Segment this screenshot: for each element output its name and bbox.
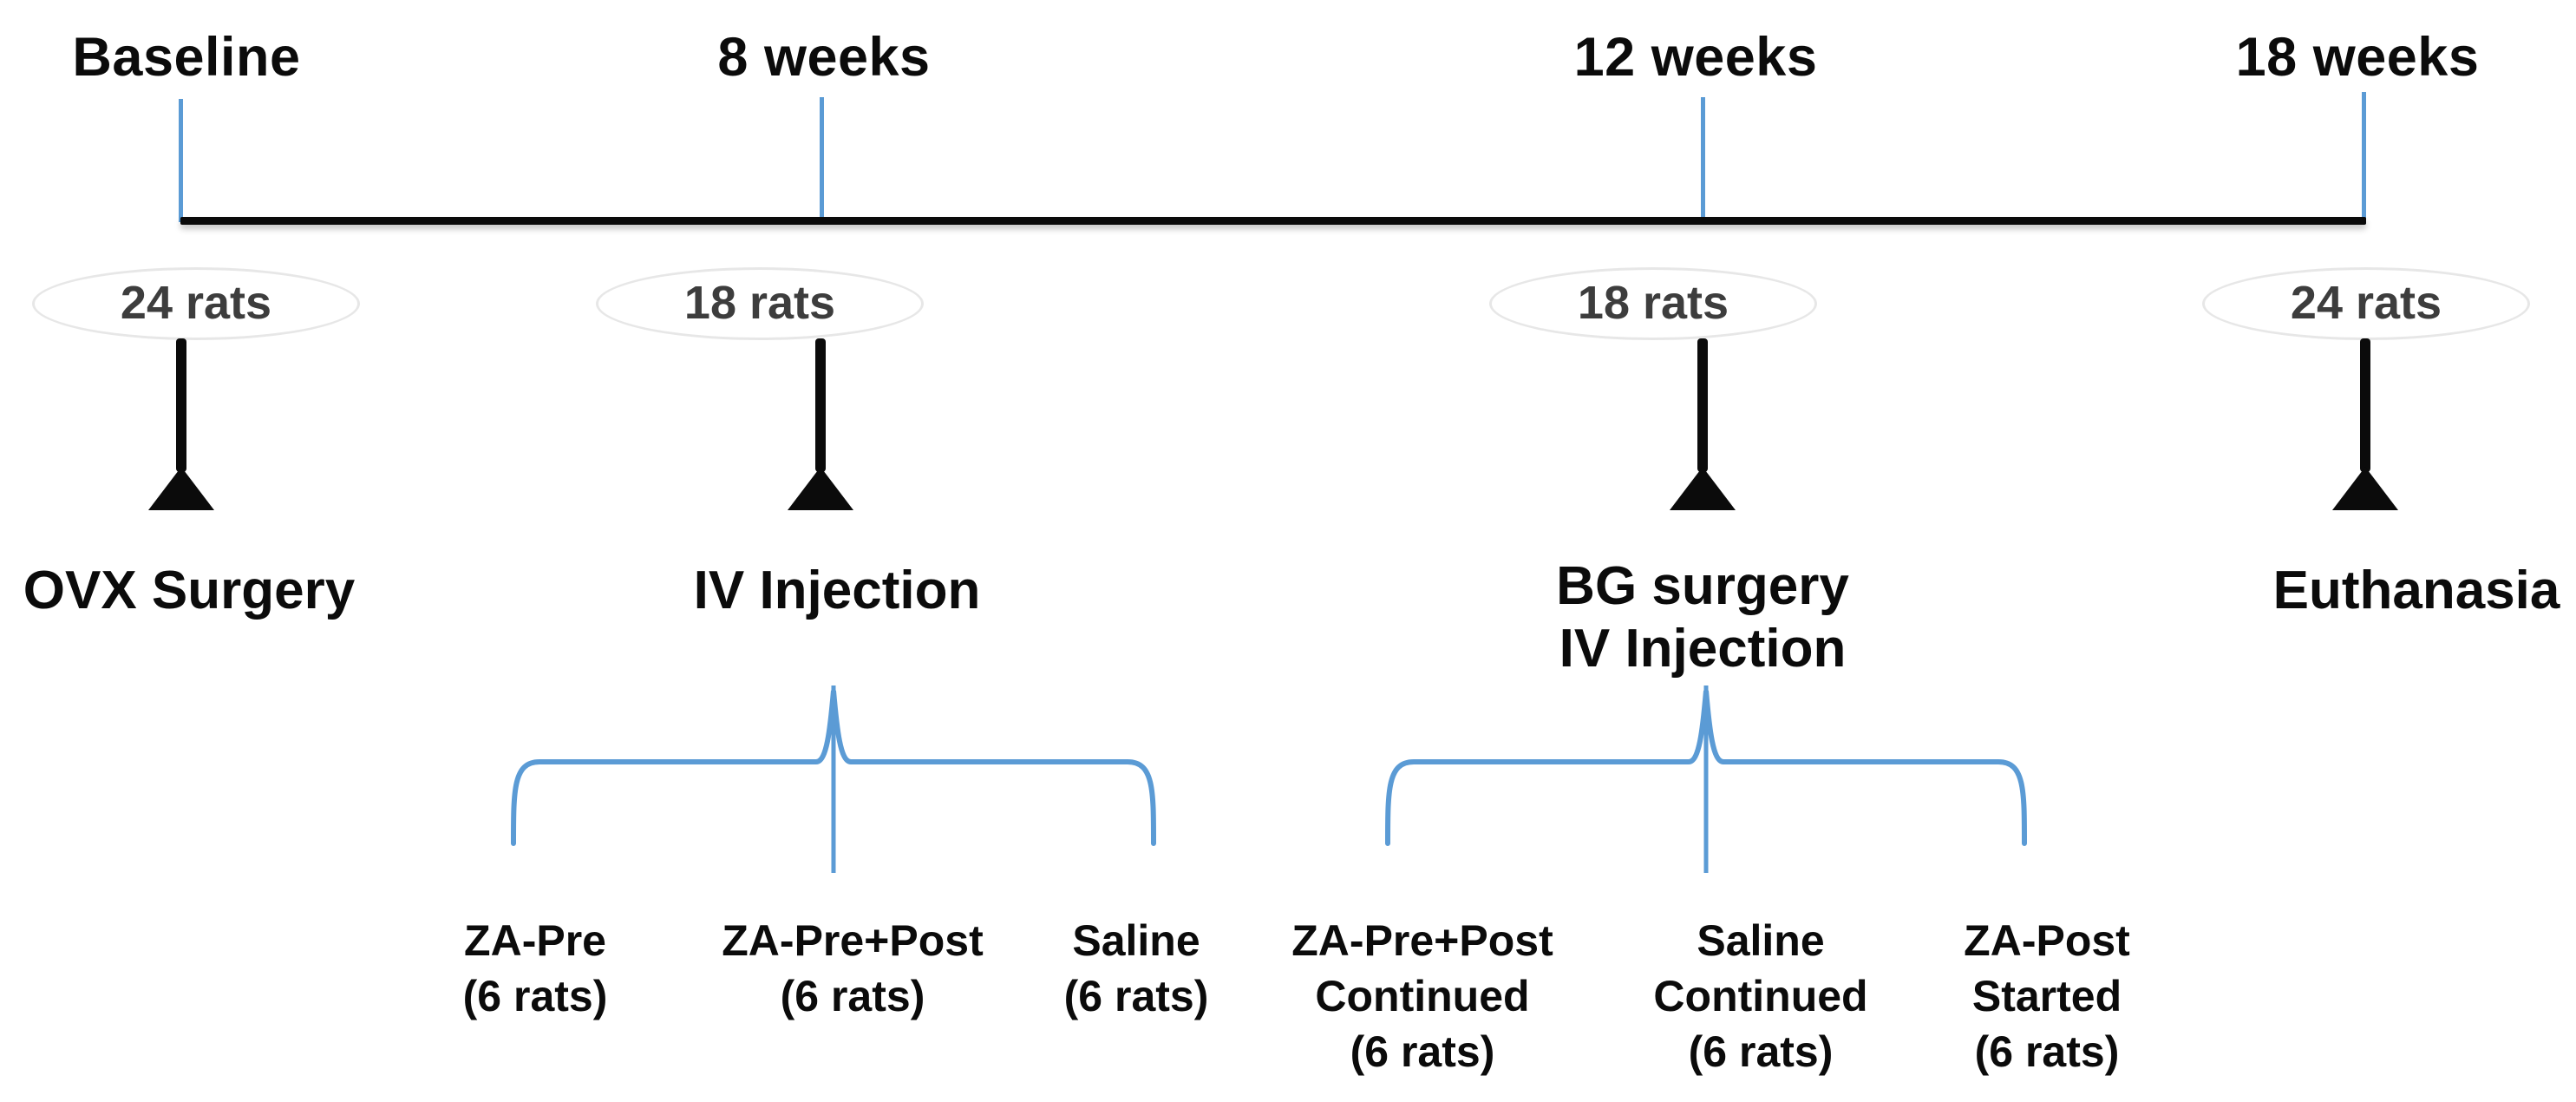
group-count: (6 rats) (1688, 1027, 1834, 1076)
group-label-za-post-started: ZA-Post Started (6 rats) (1964, 913, 2130, 1079)
timeline-tick-baseline (179, 99, 183, 222)
rats-ellipse-12-weeks (1489, 267, 1817, 340)
event-label-euthanasia: Euthanasia (2272, 561, 2560, 620)
pin-marker-triangle-8-weeks (788, 467, 853, 510)
group-label-za-pre-post: ZA-Pre+Post (6 rats) (722, 913, 983, 1024)
pin-marker-line-12-weeks (1697, 338, 1708, 472)
timeline-tick-12-weeks (1701, 97, 1705, 224)
event-label-ovx-surgery: OVX Surgery (23, 561, 356, 620)
pin-marker-line-18-weeks (2360, 338, 2370, 472)
week-label-8-weeks: 8 weeks (717, 27, 931, 88)
group-status: Continued (1315, 972, 1530, 1020)
pin-marker-triangle-18-weeks (2332, 467, 2398, 510)
week-label-12-weeks: 12 weeks (1573, 27, 1818, 88)
group-label-saline: Saline (6 rats) (1064, 913, 1209, 1024)
event-label-bg-surgery-iv-injection: BG surgery IV Injection (1556, 555, 1849, 680)
rats-count-12-weeks: 18 rats (1577, 277, 1729, 329)
group-label-za-pre-post-continued: ZA-Pre+Post Continued (6 rats) (1291, 913, 1553, 1079)
rats-count-18-weeks: 24 rats (2290, 277, 2442, 329)
week-label-18-weeks: 18 weeks (2235, 27, 2480, 88)
event-label-line-bg-surgery: BG surgery (1556, 556, 1849, 616)
group-name: ZA-Pre+Post (1291, 916, 1553, 965)
pin-marker-line-baseline (176, 338, 186, 472)
group-name: ZA-Pre+Post (722, 916, 984, 965)
group-status: Started (1971, 972, 2122, 1020)
group-name: ZA-Post (1964, 916, 2130, 965)
group-label-saline-continued: Saline Continued (6 rats) (1653, 913, 1867, 1079)
rats-count-8-weeks: 18 rats (683, 277, 836, 329)
event-label-line-iv-injection: IV Injection (1559, 619, 1847, 679)
group-count: (6 rats) (1350, 1027, 1495, 1076)
curly-brace-bg-surgery-groups (1385, 690, 2027, 846)
timeline-tick-18-weeks (2362, 92, 2366, 224)
group-label-za-pre: ZA-Pre (6 rats) (463, 913, 608, 1024)
curly-brace-iv-injection-groups (511, 690, 1156, 846)
group-name: Saline (1072, 916, 1200, 965)
event-label-iv-injection: IV Injection (693, 561, 981, 620)
pin-marker-triangle-12-weeks (1670, 467, 1736, 510)
group-count: (6 rats) (1063, 972, 1209, 1020)
timeline-axis (180, 217, 2366, 225)
pin-marker-line-8-weeks (815, 338, 826, 472)
group-status: Continued (1653, 972, 1868, 1020)
group-name: Saline (1697, 916, 1825, 965)
rats-ellipse-8-weeks (596, 267, 924, 340)
pin-marker-triangle-baseline (148, 467, 214, 510)
group-name: ZA-Pre (464, 916, 606, 965)
group-count: (6 rats) (462, 972, 608, 1020)
group-count: (6 rats) (1974, 1027, 2120, 1076)
timeline-tick-8-weeks (820, 97, 824, 224)
group-count: (6 rats) (780, 972, 925, 1020)
rats-count-baseline: 24 rats (120, 277, 272, 329)
week-label-baseline: Baseline (72, 27, 301, 88)
rats-ellipse-baseline (32, 267, 360, 340)
